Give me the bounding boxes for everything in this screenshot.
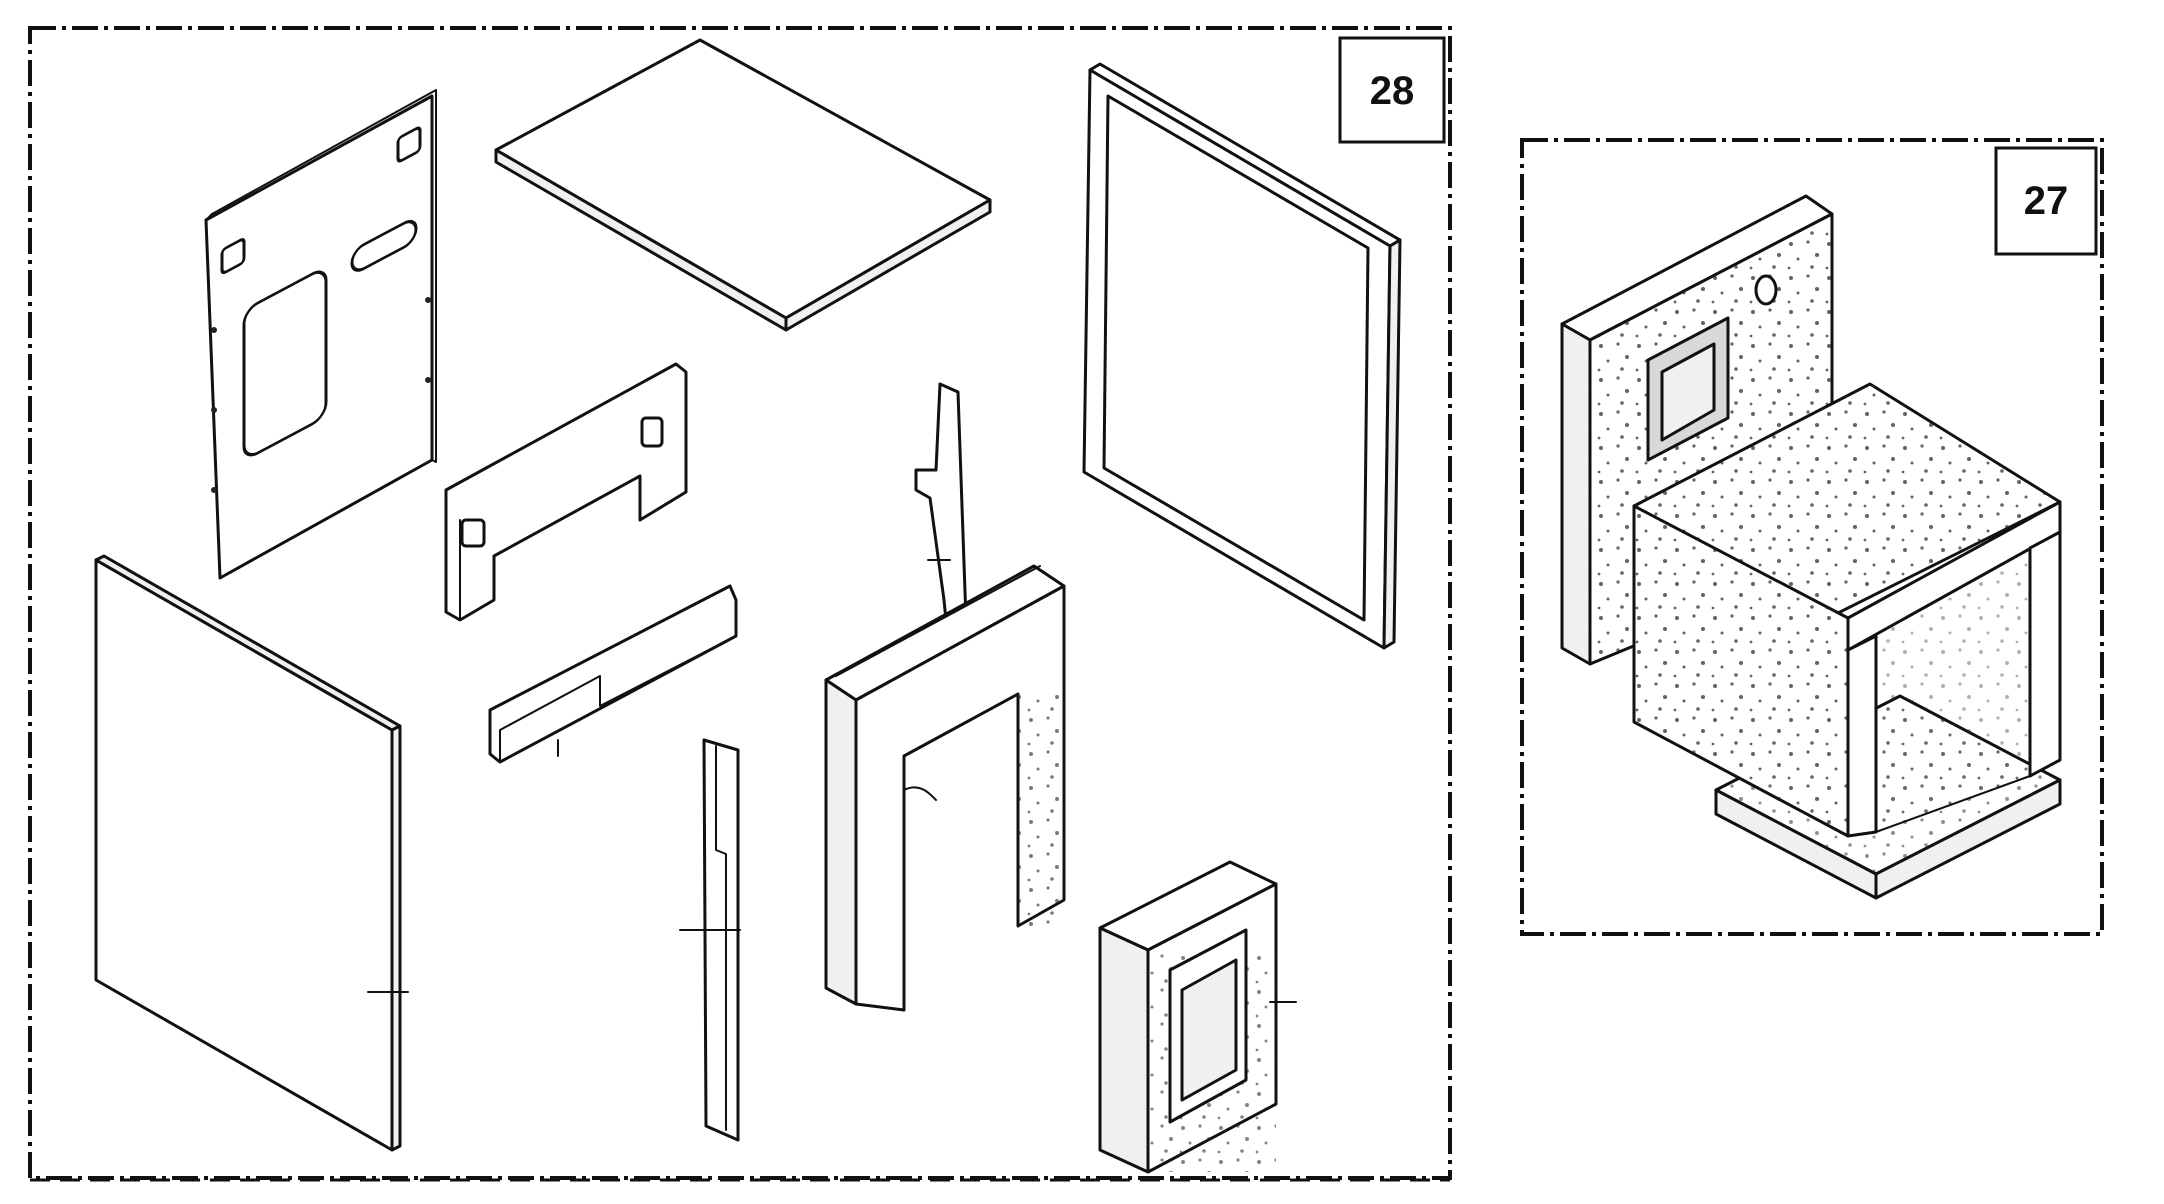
u-frame-block xyxy=(824,564,1066,1012)
insulation-block-assembly xyxy=(1560,194,2062,900)
framed-side-panel xyxy=(1082,62,1402,650)
back-plate xyxy=(204,89,437,580)
port-block xyxy=(1098,860,1297,1174)
panel-28-label-box: 28 xyxy=(1338,36,1446,144)
top-plate xyxy=(494,38,992,332)
panel-28-label: 28 xyxy=(1370,69,1415,113)
vertical-strip-left xyxy=(679,738,741,1142)
panel-27-frame xyxy=(1520,138,2104,936)
lower-bracket xyxy=(488,584,738,764)
panel-27-label: 27 xyxy=(2024,179,2069,223)
left-side-panel xyxy=(94,554,409,1152)
panel-28: 28 xyxy=(28,26,1452,1180)
vertical-strip-right xyxy=(914,382,968,642)
panel-28-frame xyxy=(28,26,1452,1180)
panel-27-label-box: 27 xyxy=(1994,146,2098,256)
upper-bracket xyxy=(444,362,688,622)
panel-27: 27 xyxy=(1520,138,2104,936)
